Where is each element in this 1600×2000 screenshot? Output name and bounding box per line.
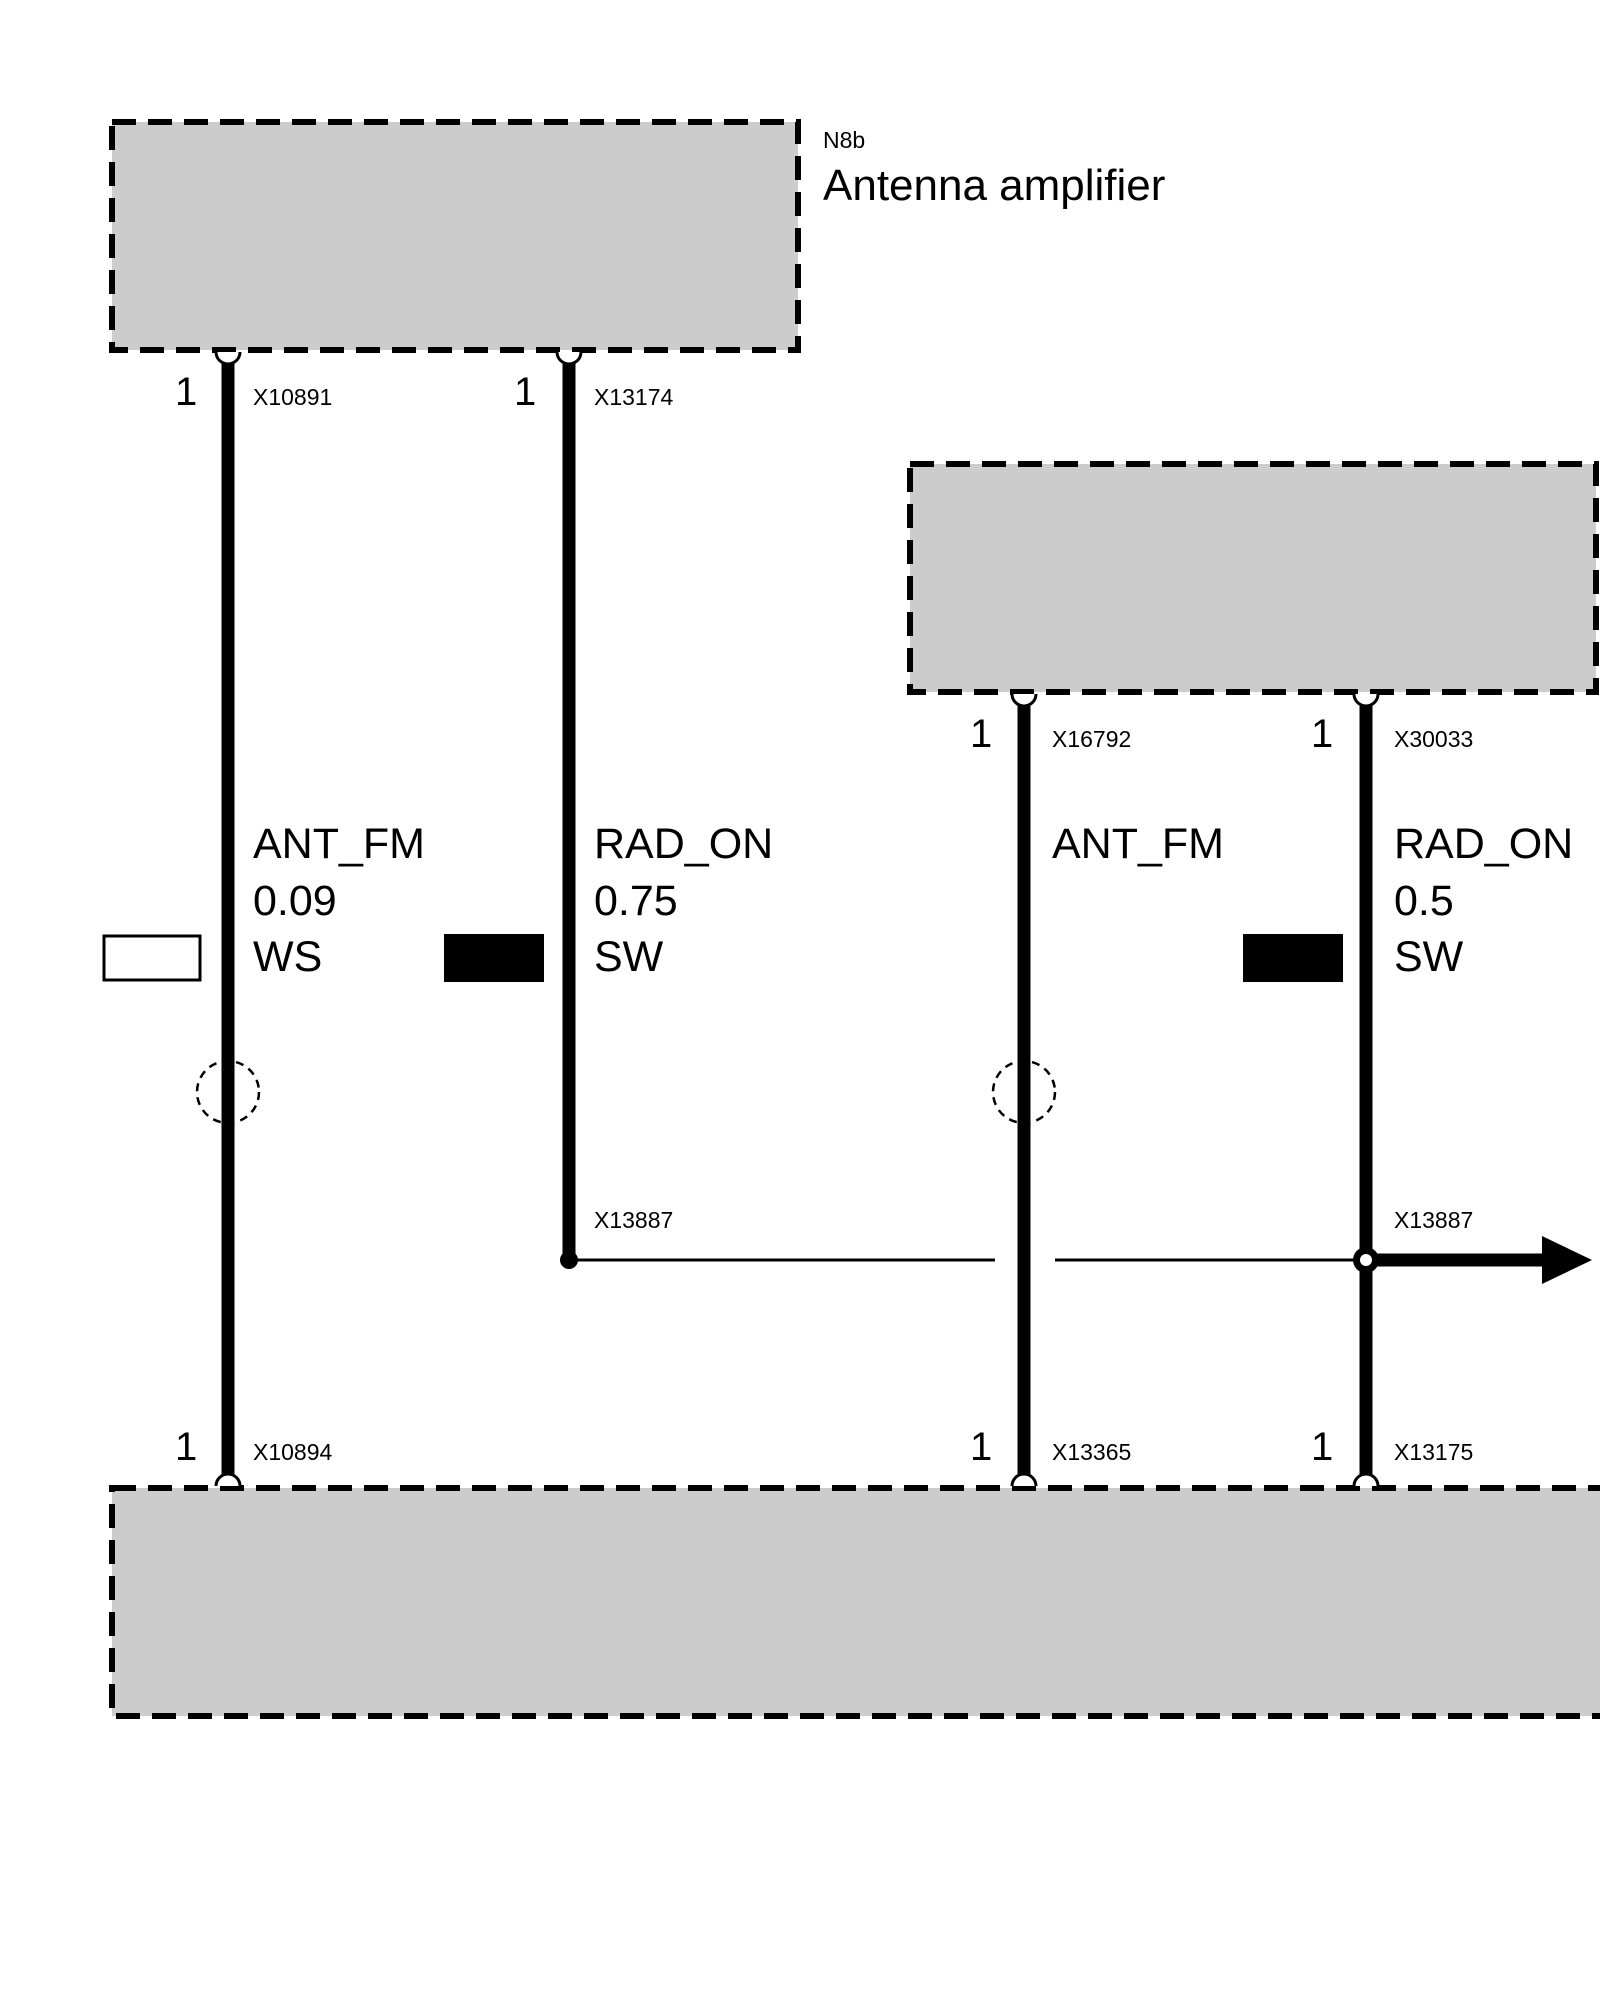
wire-color-code-label: SW bbox=[594, 933, 664, 981]
wire-signal-label: ANT_FM bbox=[1052, 820, 1224, 868]
pin-number: 1 bbox=[970, 712, 992, 756]
wire-cross-section-label: 0.5 bbox=[1394, 877, 1454, 925]
wire-signal-label: RAD_ON bbox=[1394, 820, 1573, 868]
wire-color-swatch-sw-right bbox=[1243, 934, 1343, 982]
wire-cross-section-label: 0.75 bbox=[594, 877, 678, 925]
connector-id: X13174 bbox=[594, 384, 674, 410]
connector-id: X10894 bbox=[253, 1439, 333, 1465]
connector-id: X13175 bbox=[1394, 1439, 1473, 1465]
splice-connector-id: X13887 bbox=[594, 1207, 673, 1233]
wire-signal-label: RAD_ON bbox=[594, 820, 773, 868]
pin-number: 1 bbox=[1311, 712, 1333, 756]
connector-cup-x16792 bbox=[1010, 693, 1038, 708]
connector-cup-x10891 bbox=[214, 351, 242, 366]
component-id: N8b bbox=[823, 127, 865, 153]
connector-cup-x30033 bbox=[1352, 693, 1380, 708]
wire-color-code-label: SW bbox=[1394, 933, 1464, 981]
connector-cup-x13365 bbox=[1010, 1472, 1038, 1487]
connector-cup-x13174 bbox=[555, 351, 583, 366]
connector-cup-x10894 bbox=[214, 1472, 242, 1487]
upper-right-component-box[interactable] bbox=[907, 461, 1599, 695]
connector-id: X13365 bbox=[1052, 1439, 1131, 1465]
wire-color-swatch-sw-left bbox=[444, 934, 544, 982]
connector-id: X30033 bbox=[1394, 726, 1473, 752]
shield-icon bbox=[991, 1059, 1057, 1125]
splice-connector-id: X13887 bbox=[1394, 1207, 1473, 1233]
pin-number: 1 bbox=[175, 370, 197, 414]
shield-icon bbox=[195, 1059, 261, 1125]
wire-color-swatch-ws bbox=[102, 934, 202, 982]
component-name: Antenna amplifier bbox=[823, 161, 1165, 210]
wire-signal-label: ANT_FM bbox=[253, 820, 425, 868]
pin-number: 1 bbox=[175, 1425, 197, 1469]
connector-id: X10891 bbox=[253, 384, 332, 410]
wire-color-code-label: WS bbox=[253, 933, 322, 981]
pin-number: 1 bbox=[514, 370, 536, 414]
connector-id: X16792 bbox=[1052, 726, 1131, 752]
bottom-component-box[interactable] bbox=[109, 1485, 1600, 1719]
connector-cup-x13175 bbox=[1352, 1472, 1380, 1487]
arrow-right-icon bbox=[1542, 1236, 1592, 1284]
antenna-amplifier-box[interactable] bbox=[109, 119, 801, 353]
pin-number: 1 bbox=[1311, 1425, 1333, 1469]
pin-number: 1 bbox=[970, 1425, 992, 1469]
splice-dot-right-center bbox=[1360, 1254, 1372, 1266]
splice-dot-left[interactable] bbox=[560, 1251, 578, 1269]
wire-cross-section-label: 0.09 bbox=[253, 877, 337, 925]
